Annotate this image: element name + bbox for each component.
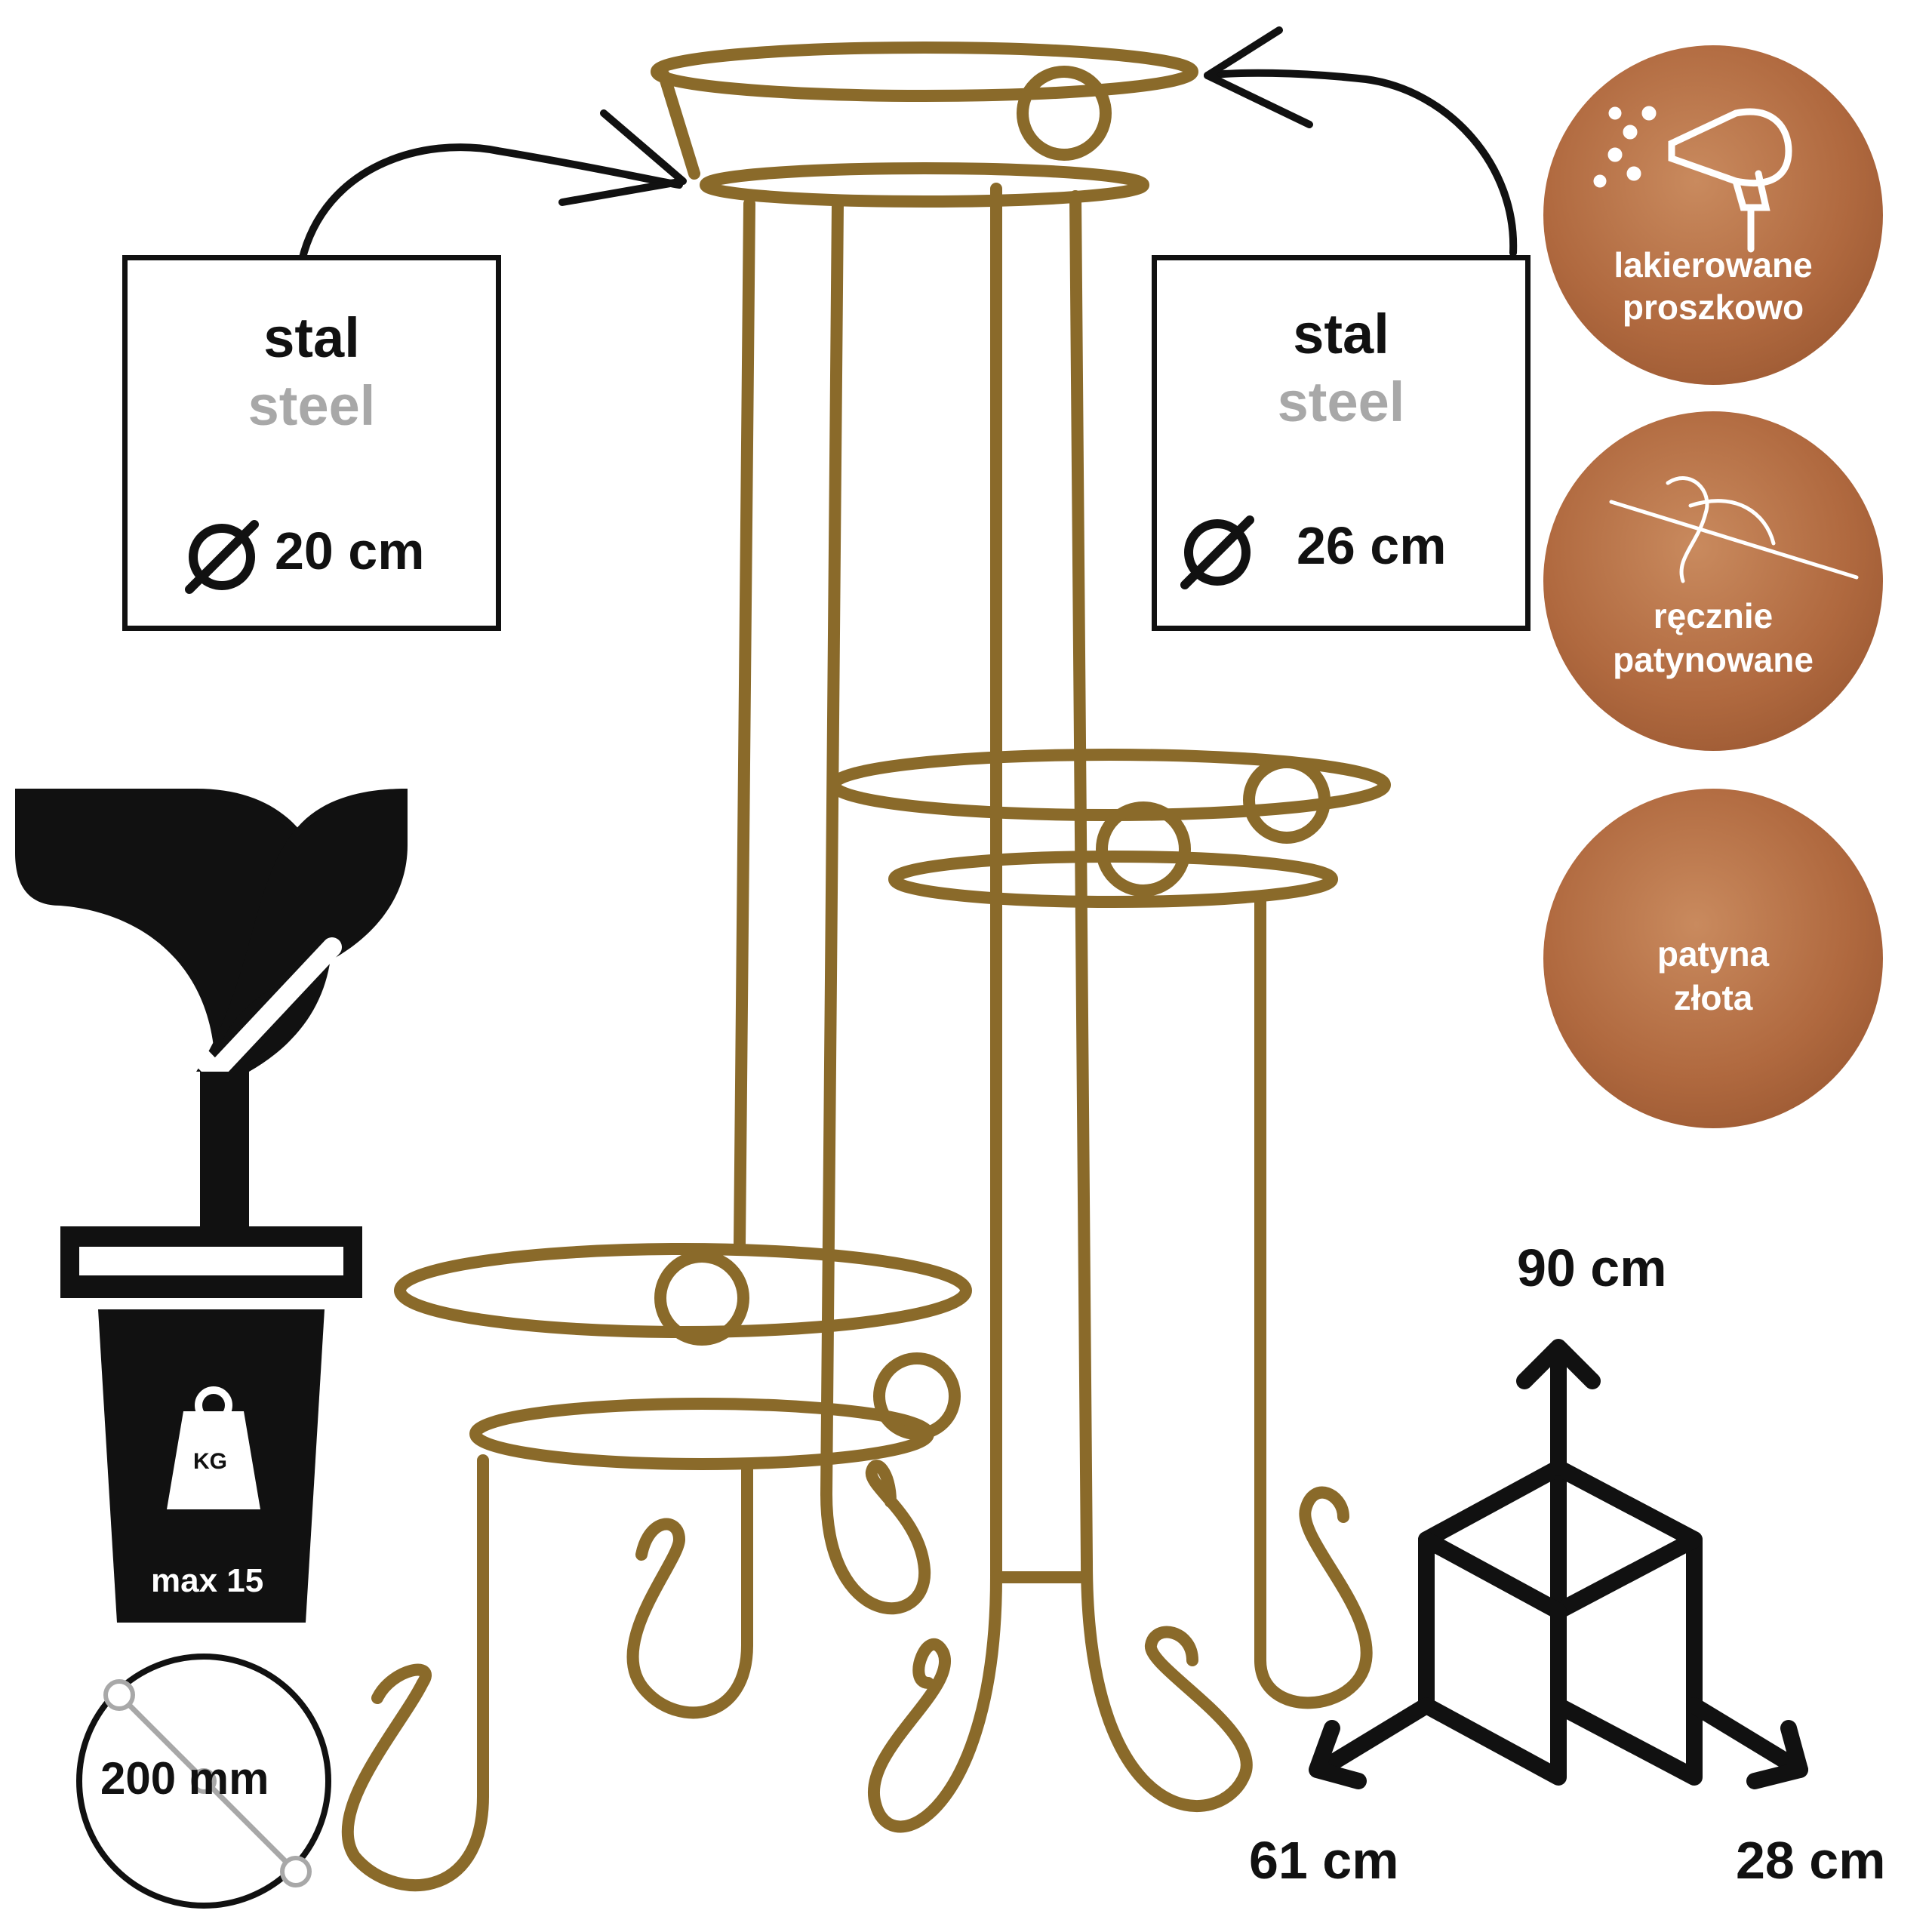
right-material-pl: stal bbox=[1293, 303, 1389, 365]
right-spec-box: stal steel 26 cm bbox=[1152, 255, 1531, 631]
pot-size-icon bbox=[76, 1654, 331, 1909]
left-diameter-value: 20 cm bbox=[275, 521, 425, 580]
arrow-left-ring bbox=[298, 109, 687, 264]
max-load-label: max 15 bbox=[151, 1562, 264, 1599]
plant-pot-icon bbox=[15, 789, 408, 1623]
diameter-icon bbox=[1180, 515, 1254, 589]
depth-label: 28 cm bbox=[1736, 1831, 1886, 1890]
left-material-en: steel bbox=[248, 374, 376, 437]
plant-stand bbox=[341, 42, 1391, 1891]
arrow-right-ring bbox=[1204, 26, 1518, 257]
dimensions-cube-icon bbox=[1309, 1339, 1808, 1789]
width-label: 61 cm bbox=[1249, 1831, 1399, 1890]
diameter-icon bbox=[185, 520, 259, 594]
kg-label: KG bbox=[193, 1449, 227, 1474]
paint-brush-hand-icon bbox=[1609, 476, 1859, 583]
pot-size-label: 200 mm bbox=[100, 1753, 269, 1804]
right-material-en: steel bbox=[1277, 371, 1405, 433]
left-material-pl: stal bbox=[263, 306, 360, 369]
right-diameter-value: 26 cm bbox=[1297, 516, 1447, 575]
height-label: 90 cm bbox=[1517, 1238, 1667, 1297]
left-spec-box: stal steel 20 cm bbox=[122, 255, 501, 631]
spray-gun-icon bbox=[1593, 106, 1792, 253]
